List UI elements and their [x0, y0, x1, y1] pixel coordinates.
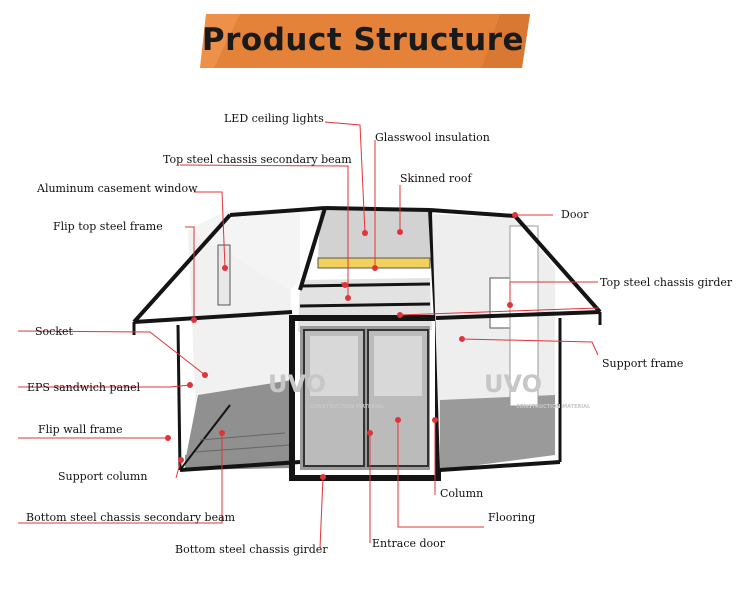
label-glasswool-insulation: Glasswool insulation — [375, 131, 490, 144]
banner-background — [200, 14, 530, 68]
label-top-steel-chassis-girder: Top steel chassis girder — [600, 276, 733, 289]
label-bottom-steel-chassis-secondary-beam: Bottom steel chassis secondary beam — [26, 511, 236, 524]
title-banner — [200, 14, 530, 68]
left-wing — [132, 206, 326, 472]
label-socket: Socket — [35, 325, 73, 338]
watermark-sub-right: CONSTRUCTION MATERIAL — [516, 404, 591, 410]
watermark-sub-left: CONSTRUCTION MATERIAL — [310, 404, 385, 410]
label-flooring: Flooring — [488, 511, 536, 524]
label-support-frame: Support frame — [602, 357, 684, 370]
label-flip-wall-frame: Flip wall frame — [38, 423, 123, 436]
label-column: Column — [440, 487, 484, 500]
label-eps-sandwich-panel: EPS sandwich panel — [27, 381, 141, 394]
label-led-ceiling-lights: LED ceiling lights — [224, 112, 324, 125]
label-flip-top-steel-frame: Flip top steel frame — [53, 220, 163, 233]
label-skinned-roof: Skinned roof — [400, 172, 472, 185]
label-support-column: Support column — [58, 470, 148, 483]
label-door: Door — [561, 208, 589, 221]
watermark-brand-left: UVO — [268, 370, 327, 398]
label-aluminum-casement-window: Aluminum casement window — [37, 182, 198, 195]
watermark-brand-right: UVO — [484, 370, 543, 398]
label-bottom-steel-chassis-girder: Bottom steel chassis girder — [175, 543, 328, 556]
right-wing — [429, 208, 602, 472]
label-entrace-door: Entrace door — [372, 537, 446, 550]
center-module — [289, 206, 441, 481]
leader-lines — [17, 121, 599, 549]
page-title: Product Structure — [201, 22, 525, 58]
label-top-steel-chassis-secondary-beam: Top steel chassis secondary beam — [163, 153, 352, 166]
